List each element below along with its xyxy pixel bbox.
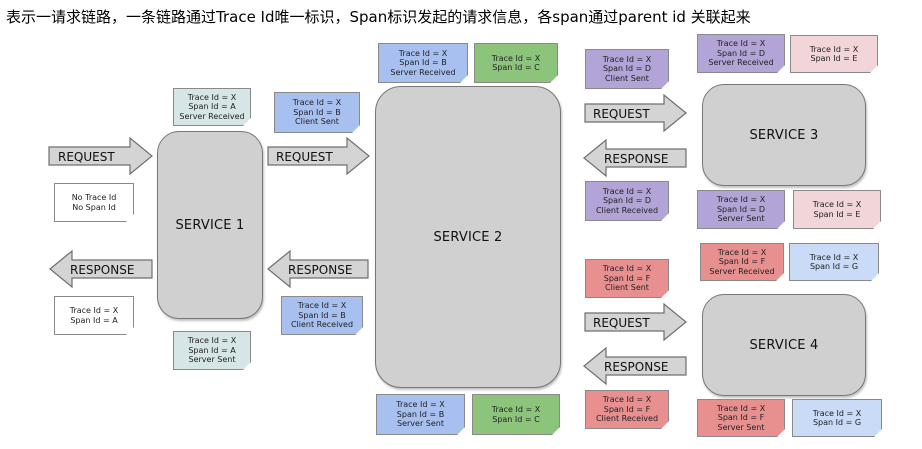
response-arrow-label: RESPONSE — [288, 263, 352, 277]
response-arrow-label: RESPONSE — [604, 360, 668, 374]
request-arrow-into-service-3: REQUEST — [584, 93, 687, 133]
response-arrow-from-service-1: RESPONSE — [49, 249, 153, 289]
span-note: Trace Id = X Span Id = D Server Sent — [697, 190, 785, 229]
request-arrow-into-service-1: REQUEST — [48, 136, 153, 176]
request-arrow-into-service-4: REQUEST — [584, 302, 687, 342]
span-note: Trace Id = X Span Id = D Client Sent — [585, 49, 669, 89]
request-arrow-label: REQUEST — [593, 107, 650, 121]
response-arrow-from-service-2: RESPONSE — [267, 249, 369, 289]
span-note: No Trace Id No Span Id — [54, 183, 134, 222]
span-note: Trace Id = X Span Id = B Client Received — [281, 296, 363, 335]
span-note: Trace Id = X Span Id = F Server Sent — [697, 399, 785, 437]
service-3-label: SERVICE 3 — [749, 127, 819, 143]
span-note: Trace Id = X Span Id = B Server Sent — [376, 394, 465, 435]
request-arrow-label: REQUEST — [58, 150, 115, 164]
span-note: Trace Id = X Span Id = F Server Received — [700, 243, 784, 281]
span-note: Trace Id = X Span Id = D Client Received — [585, 181, 669, 221]
service-2-box: SERVICE 2 — [375, 86, 561, 388]
span-note: Trace Id = X Span Id = A Server Received — [173, 88, 251, 126]
service-2-label: SERVICE 2 — [433, 229, 503, 245]
response-arrow-label: RESPONSE — [70, 263, 134, 277]
request-arrow-label: REQUEST — [276, 150, 333, 164]
service-1-box: SERVICE 1 — [157, 131, 263, 319]
request-arrow-into-service-2: REQUEST — [267, 136, 370, 176]
service-1-label: SERVICE 1 — [175, 217, 245, 233]
response-arrow-from-service-4: RESPONSE — [583, 346, 687, 386]
span-note: Trace Id = X Span Id = F Client Received — [585, 390, 669, 429]
service-3-box: SERVICE 3 — [702, 84, 866, 186]
span-note: Trace Id = X Span Id = A — [54, 296, 134, 335]
service-4-label: SERVICE 4 — [749, 337, 819, 353]
response-arrow-from-service-3: RESPONSE — [583, 138, 687, 178]
diagram-caption: 表示一请求链路，一条链路通过Trace Id唯一标识，Span标识发起的请求信息… — [6, 8, 751, 26]
span-note: Trace Id = X Span Id = E — [790, 35, 878, 73]
span-note: Trace Id = X Span Id = B Client Sent — [274, 92, 360, 133]
span-note: Trace Id = X Span Id = G — [789, 243, 879, 281]
request-arrow-label: REQUEST — [593, 316, 650, 330]
span-note: Trace Id = X Span Id = B Server Received — [378, 43, 468, 83]
span-note: Trace Id = X Span Id = D Server Received — [697, 34, 785, 73]
response-arrow-label: RESPONSE — [604, 152, 668, 166]
span-note: Trace Id = X Span Id = F Client Sent — [585, 259, 669, 298]
span-note: Trace Id = X Span Id = C — [472, 394, 560, 435]
span-note: Trace Id = X Span Id = A Server Sent — [173, 331, 251, 370]
span-note: Trace Id = X Span Id = C — [474, 43, 558, 83]
service-4-box: SERVICE 4 — [702, 294, 866, 396]
span-note: Trace Id = X Span Id = E — [793, 190, 881, 229]
span-note: Trace Id = X Span Id = G — [792, 399, 882, 437]
